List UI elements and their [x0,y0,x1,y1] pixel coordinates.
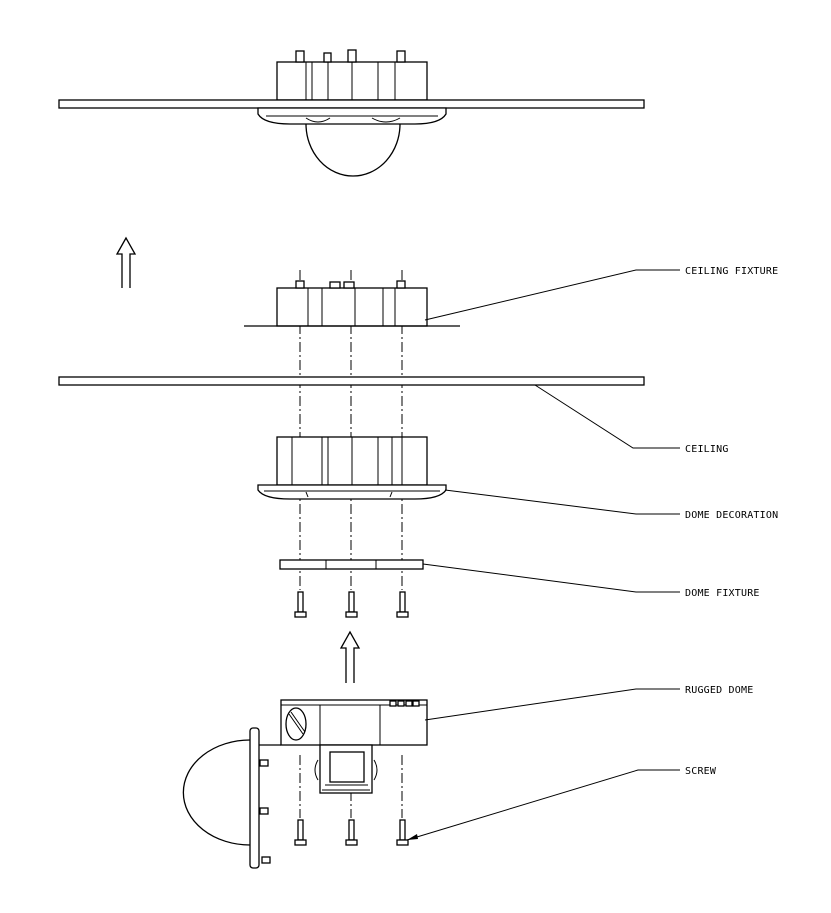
dome-fixture [279,559,424,570]
screws-upper [294,591,409,618]
label-screw: SCREW [685,766,717,777]
label-dome-fixture: DOME FIXTURE [685,588,760,599]
up-arrow-icon [115,236,137,288]
screw-icon [294,591,307,618]
dome-decoration [257,436,447,500]
label-ceiling-fixture: CEILING FIXTURE [685,266,778,277]
assembled-view [58,49,645,177]
ceiling-board [58,376,645,386]
screw-icon [294,819,307,846]
screws-lower [294,819,409,846]
label-dome-decoration: DOME DECORATION [685,510,778,521]
labels: CEILING FIXTURE CEILING DOME DECORATION … [685,266,778,777]
label-rugged-dome: RUGGED DOME [685,685,753,696]
up-arrow-icon [339,630,361,683]
leader-lines [406,269,680,841]
screw-icon [396,591,409,618]
ceiling-fixture [244,280,460,327]
screw-icon [345,591,358,618]
screw-icon [345,819,358,846]
label-ceiling: CEILING [685,444,729,455]
screw-icon [396,819,409,846]
rugged-dome [182,699,428,869]
